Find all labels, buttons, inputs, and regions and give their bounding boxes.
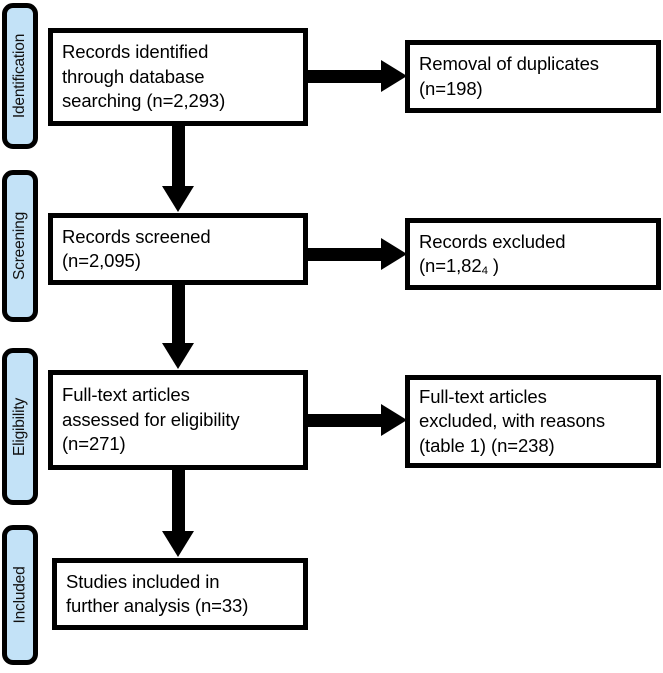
phase-tab-included: Included bbox=[2, 525, 38, 665]
connector-fulltext-to-excluded bbox=[303, 414, 385, 427]
phase-label-screening: Screening bbox=[11, 212, 28, 280]
node-studies-included: Studies included in further analysis (n=… bbox=[52, 558, 308, 630]
node-line: excluded, with reasons bbox=[419, 410, 605, 432]
excluded-count-subscript: 4 bbox=[481, 265, 488, 278]
node-line: Records identified bbox=[62, 41, 209, 63]
node-fulltext-assessed: Full-text articles assessed for eligibil… bbox=[48, 370, 308, 470]
node-line-with-subscript: (n=1,824 ) bbox=[419, 254, 647, 278]
phase-label-included: Included bbox=[11, 566, 29, 624]
node-line: Studies included in bbox=[66, 570, 220, 592]
phase-tab-eligibility: Eligibility bbox=[2, 348, 38, 505]
node-records-excluded: Records excluded (n=1,824 ) bbox=[405, 218, 661, 290]
node-line: Records screened bbox=[62, 225, 211, 247]
node-records-identified: Records identified through database sear… bbox=[48, 28, 308, 126]
arrowhead-fulltext-to-included bbox=[162, 531, 194, 557]
connector-fulltext-to-included bbox=[172, 470, 185, 532]
node-line: Full-text articles bbox=[419, 385, 547, 407]
connector-screened-to-excluded bbox=[303, 248, 385, 261]
node-line: further analysis (n=33) bbox=[66, 595, 249, 616]
arrowhead-screened-to-excluded bbox=[381, 238, 407, 270]
phase-label-eligibility: Eligibility bbox=[11, 397, 29, 456]
node-line: (n=198) bbox=[419, 77, 483, 99]
node-line: Full-text articles bbox=[62, 384, 190, 406]
phase-tab-screening: Screening bbox=[2, 170, 38, 322]
connector-identified-to-screened bbox=[172, 126, 185, 187]
arrowhead-screened-to-fulltext bbox=[162, 343, 194, 369]
node-line: (n=2,095) bbox=[62, 250, 141, 271]
excluded-count-prefix: (n=1,82 bbox=[419, 255, 482, 276]
node-line: assessed for eligibility bbox=[62, 408, 240, 430]
node-line: Removal of duplicates bbox=[419, 53, 599, 75]
arrowhead-identified-to-screened bbox=[162, 186, 194, 212]
node-line: (table 1) (n=238) bbox=[419, 434, 555, 456]
connector-identified-to-duplicates bbox=[303, 70, 385, 83]
node-removal-of-duplicates: Removal of duplicates (n=198) bbox=[405, 40, 661, 113]
node-line: through database bbox=[62, 65, 205, 87]
node-line: Records excluded bbox=[419, 230, 566, 252]
node-fulltext-excluded: Full-text articles excluded, with reason… bbox=[405, 375, 661, 468]
phase-label-identification: Identification bbox=[11, 33, 29, 119]
connector-screened-to-fulltext bbox=[172, 285, 185, 343]
excluded-count-suffix: ) bbox=[487, 255, 499, 276]
node-records-screened: Records screened (n=2,095) bbox=[48, 213, 308, 285]
node-line: searching (n=2,293) bbox=[62, 90, 226, 112]
phase-tab-identification: Identification bbox=[2, 3, 38, 149]
node-line: (n=271) bbox=[62, 433, 126, 455]
arrowhead-fulltext-to-excluded bbox=[381, 404, 407, 436]
arrowhead-identified-to-duplicates bbox=[381, 60, 407, 92]
